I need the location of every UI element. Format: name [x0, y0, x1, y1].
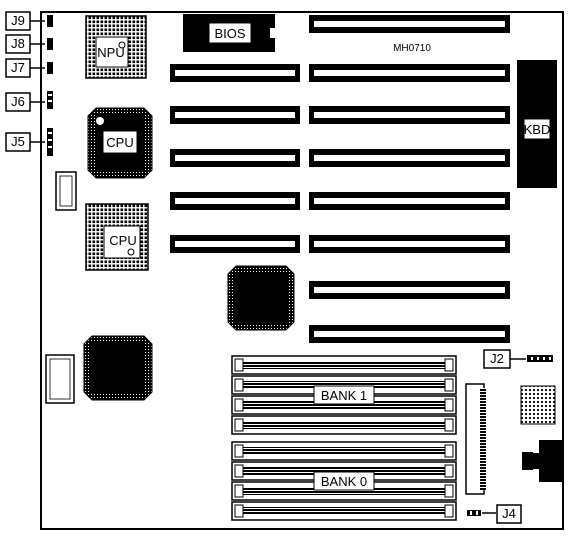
- jumper-label: J2: [490, 351, 504, 366]
- expansion-slot: [309, 15, 510, 33]
- jumper-pins: [47, 15, 53, 27]
- jumper-j4: J4: [467, 504, 522, 524]
- jumper-j7: J7: [5, 58, 53, 78]
- small-ic: [45, 354, 75, 404]
- bios-chip: BIOS: [183, 14, 276, 52]
- bank-1-label: BANK 1: [321, 388, 367, 403]
- jumper-label: J6: [11, 94, 25, 109]
- simm-slot: [231, 415, 457, 435]
- jumper-j5: J5: [5, 128, 53, 156]
- chipset-lower-left: [83, 335, 153, 401]
- jumper-label: J7: [11, 60, 25, 75]
- kbd-label: KBD: [524, 122, 551, 137]
- keyboard-connector: KBD: [517, 60, 557, 188]
- jumper-label: J9: [11, 13, 25, 28]
- npu-label: NPU: [97, 45, 124, 60]
- memory-bank-1: BANK 1: [231, 355, 457, 435]
- simm-slot: [231, 441, 457, 461]
- expansion-slot: [309, 325, 510, 343]
- jumper-pins: [527, 355, 553, 362]
- small-ic: [55, 171, 77, 211]
- bank-0-label: BANK 0: [321, 474, 367, 489]
- simm-slot: [231, 375, 457, 395]
- simm-slot: [231, 481, 457, 501]
- jumper-pins: [47, 62, 53, 74]
- cpu-primary-chip: CPU: [87, 107, 153, 179]
- memory-bank-0: BANK 0: [231, 441, 457, 521]
- cpu-primary-label: CPU: [106, 135, 133, 150]
- jumper-label-box: [496, 504, 522, 524]
- expansion-slot: [309, 64, 510, 82]
- pin-grid-socket: [520, 385, 556, 425]
- cpu-secondary-socket: CPU: [85, 203, 149, 271]
- jumper-label: J4: [502, 506, 516, 521]
- simm-slot: [231, 355, 457, 375]
- jumper-pins: [47, 38, 53, 50]
- expansion-slot: [170, 149, 300, 167]
- chipset-middle: [227, 265, 295, 331]
- power-connector: [522, 440, 563, 482]
- connector-strip: [465, 383, 486, 495]
- board-model-label: MH0710: [393, 43, 431, 54]
- cpu-secondary-label: CPU: [109, 233, 136, 248]
- bios-label: BIOS: [214, 26, 245, 41]
- expansion-slot: [309, 235, 510, 253]
- jumper-j8: J8: [5, 34, 53, 54]
- expansion-slot: [170, 192, 300, 210]
- expansion-slot: [309, 106, 510, 124]
- simm-slot: [231, 501, 457, 521]
- jumper-j9: J9: [5, 11, 53, 31]
- expansion-slot: [170, 235, 300, 253]
- expansion-slots: MH0710: [170, 15, 510, 343]
- jumper-label: J8: [11, 36, 25, 51]
- jumper-pins: [467, 510, 481, 516]
- expansion-slot: [309, 192, 510, 210]
- jumper-j2: J2: [483, 349, 553, 369]
- jumper-pins: [47, 128, 53, 156]
- expansion-slot: [309, 281, 510, 299]
- expansion-slot: [170, 106, 300, 124]
- jumper-j6: J6: [5, 91, 53, 112]
- expansion-slot: [170, 64, 300, 82]
- jumper-label: J5: [11, 134, 25, 149]
- npu-socket: NPU: [85, 15, 147, 79]
- expansion-slot: [309, 149, 510, 167]
